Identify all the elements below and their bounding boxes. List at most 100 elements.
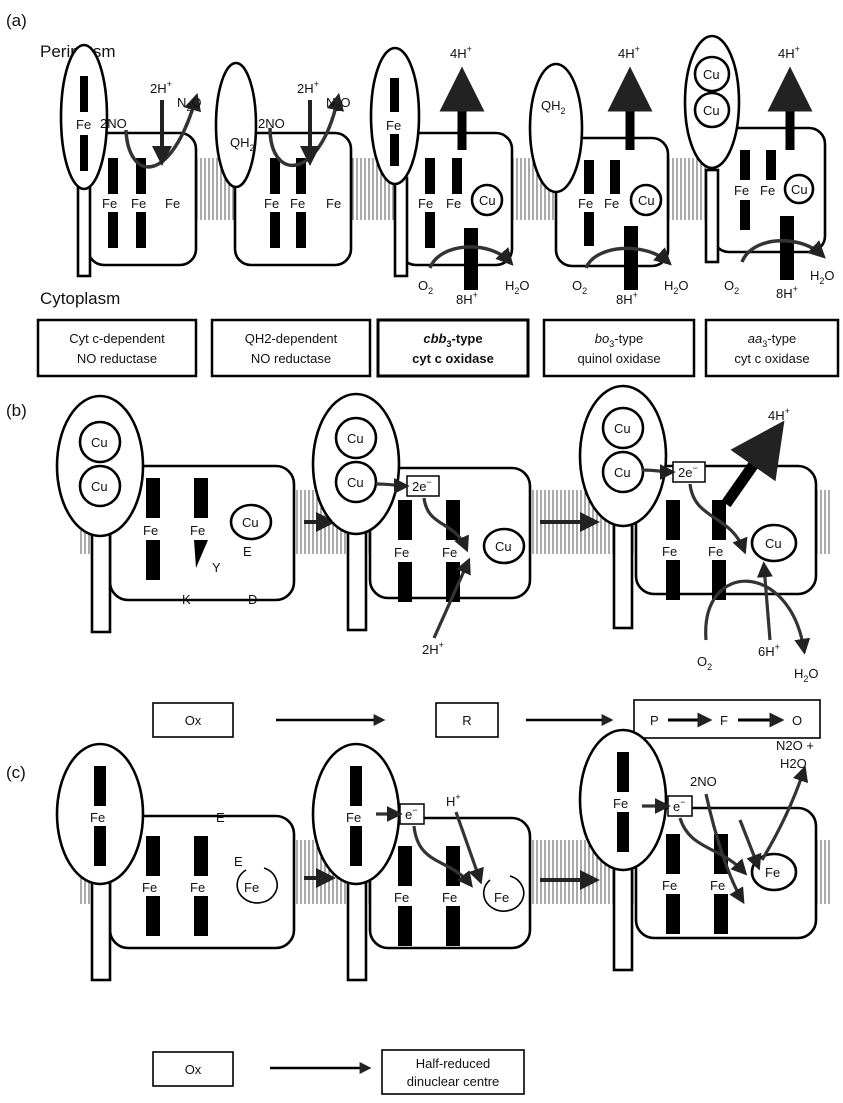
n2o-label: N2O (177, 95, 202, 113)
minus-sup: − (680, 797, 685, 807)
plus-sup: + (467, 44, 472, 54)
heme-bar (610, 160, 620, 194)
heme-bar (714, 894, 728, 934)
water-text: H (794, 666, 803, 681)
quinol-label: QH2 (541, 98, 566, 116)
cu-label: Cu (791, 182, 808, 197)
heme-bar (194, 836, 208, 876)
fe-label: Fe (710, 878, 725, 893)
water-rest: O (519, 278, 529, 293)
anchor-3 (393, 176, 409, 278)
fe-label: Fe (102, 196, 117, 211)
caption-line: cyt c oxidase (412, 351, 494, 366)
heme-bar (108, 212, 118, 248)
fe-label: Fe (613, 796, 628, 811)
cu-b-site (470, 183, 504, 217)
cu-a-bottom (601, 450, 645, 494)
electron-in-arrow (641, 463, 676, 480)
sub2: 2 (561, 106, 566, 116)
caption-line: quinol oxidase (577, 351, 660, 366)
panel-b: (b) Cu Cu Fe Fe Cu Y E K D (6, 384, 830, 739)
caption-box (210, 318, 372, 378)
plus-sup: + (793, 284, 798, 294)
cu-a-top (601, 406, 645, 450)
heme-bar (617, 812, 629, 852)
heme-bar (80, 76, 88, 112)
electron-text: e (405, 807, 412, 822)
heme-bar (766, 150, 776, 180)
fe-label: Fe (765, 865, 780, 880)
state-ox: Ox (185, 1062, 202, 1077)
sub2: 2 (803, 674, 808, 684)
plus-sup: + (439, 640, 444, 650)
fe-label: Fe (142, 880, 157, 895)
cu-label: Cu (638, 193, 655, 208)
heme-bar (296, 158, 306, 194)
cu-label: Cu (495, 539, 512, 554)
plus-sup: + (795, 44, 800, 54)
proton-text: 4H (768, 408, 785, 423)
caption-line: bo3-type (595, 331, 643, 349)
water-label: H2O (664, 278, 689, 296)
heme-bar (194, 896, 208, 936)
fe-label: Fe (662, 878, 677, 893)
stage-c-half-reduced: Fe e− H+ Fe Fe Fe (311, 742, 532, 982)
cu-label: Cu (703, 67, 720, 82)
anchor (612, 854, 634, 972)
state-box-ox (152, 702, 234, 738)
state-box-r (435, 702, 499, 738)
o2-to-water-arrow (428, 245, 514, 269)
sub2: 2 (582, 286, 587, 296)
o2-label: O2 (572, 278, 587, 296)
electron-transfer-arrow (422, 497, 469, 553)
fe-label: Fe (604, 196, 619, 211)
heme-bar (350, 826, 362, 866)
heme-bar (452, 158, 462, 194)
fe-label: Fe (90, 810, 105, 825)
product-line1: N2O + (776, 738, 814, 753)
state-sequence-c: Ox Half-reduced dinuclear centre (152, 1049, 525, 1095)
cu-b-site (783, 173, 815, 205)
state-half-line2: dinuclear centre (407, 1074, 500, 1089)
fe-label: Fe (418, 196, 433, 211)
fe-label: Fe (165, 196, 180, 211)
plus-sup: + (473, 290, 478, 300)
caption-line: NO reductase (77, 351, 157, 366)
heme-bar (584, 212, 594, 246)
cu-label: Cu (347, 475, 364, 490)
heme-bar (94, 826, 106, 866)
heme-bar (108, 158, 118, 194)
water-label: H2O (810, 268, 835, 286)
heme-bar (584, 160, 594, 194)
heme-bar (398, 846, 412, 886)
fe-label: Fe (494, 890, 509, 905)
complex-aa3-oxidase: Cu Cu Fe Fe Cu 4H+ O2 8H+ H2O (683, 34, 835, 301)
no-in-arrow-1 (704, 793, 745, 905)
state-sequence-b: Ox R P F O (152, 699, 821, 739)
caption-rest: -type (614, 331, 643, 346)
heme-bar (398, 500, 412, 540)
fe-label: Fe (394, 890, 409, 905)
subunit-c (55, 742, 145, 886)
o2-text: O (724, 278, 734, 293)
electron-text: 2e (412, 479, 426, 494)
cu-label: Cu (703, 103, 720, 118)
sub2: 2 (428, 286, 433, 296)
fe-label: Fe (143, 523, 158, 538)
caption-line: aa3-type (748, 331, 796, 349)
caption-sub: 3 (447, 339, 452, 349)
fe-label: Fe (578, 196, 593, 211)
caption-rest: -type (452, 331, 483, 346)
water-text: H (810, 268, 819, 283)
fe-label: Fe (734, 183, 749, 198)
subunit-c-4 (528, 62, 584, 194)
sub2: 2 (335, 103, 340, 113)
proton-in-label: 8H+ (616, 290, 638, 307)
proton-pump-arrow (721, 420, 785, 508)
cu-label: Cu (479, 193, 496, 208)
heme-bar (666, 560, 680, 600)
electron-in-arrow (375, 477, 410, 494)
complex-bo3-oxidase: QH2 Fe Fe Cu 4H+ O2 8H+ H2O (528, 44, 689, 307)
caption-box (376, 318, 530, 378)
fe-label: Fe (394, 545, 409, 560)
